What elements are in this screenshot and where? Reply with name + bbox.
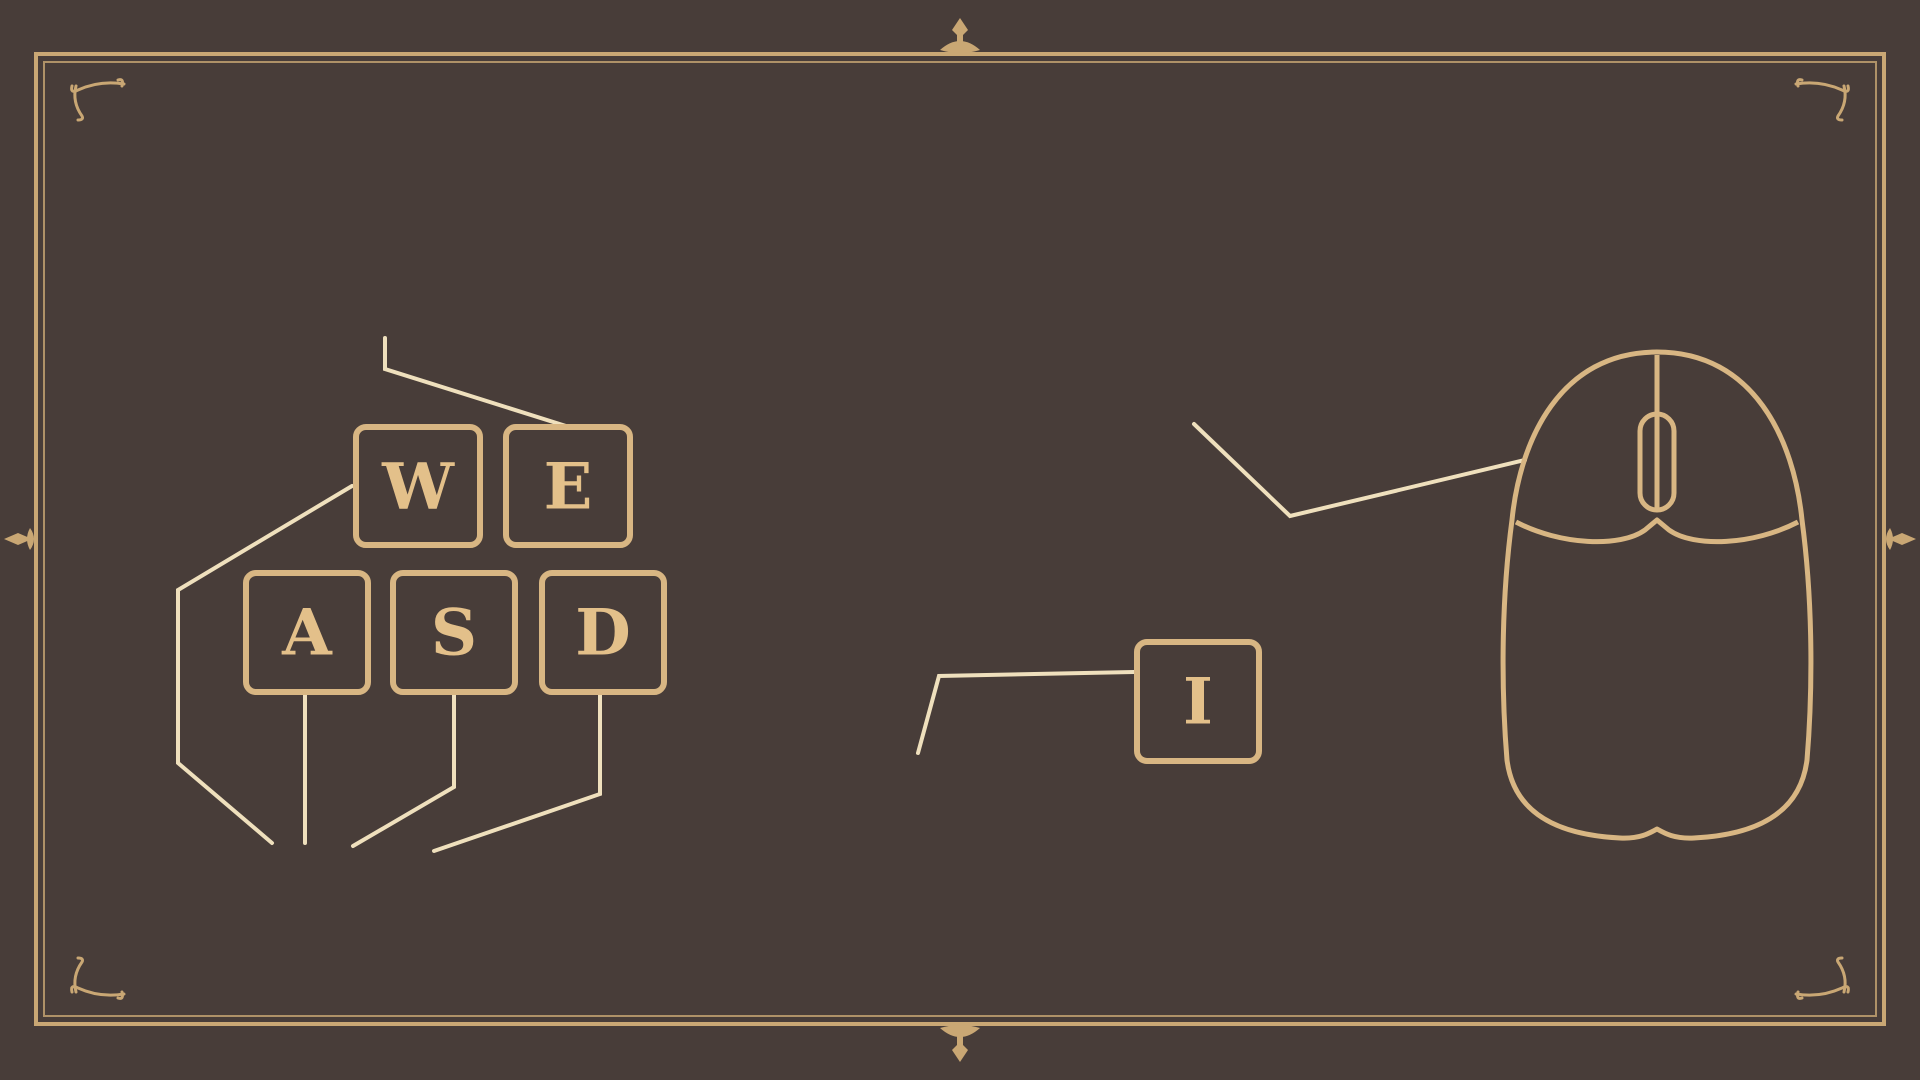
key-label-w: W: [381, 450, 455, 525]
key-w: W: [353, 424, 483, 548]
leader-line-w: [176, 484, 354, 845]
corner-flourish-icon-top-left: [70, 78, 126, 122]
leader-lines: [176, 336, 1527, 853]
leader-line-d: [432, 692, 602, 853]
key-label-a: A: [281, 596, 333, 671]
keycap-s: [390, 570, 518, 695]
key-d: D: [539, 570, 667, 695]
corner-flourish-icon-top-right: [1794, 78, 1850, 122]
keycap-a: [243, 570, 371, 695]
keycap-d: [539, 570, 667, 695]
leader-line-mouse: [1192, 422, 1527, 519]
mouse-button-divider: [1514, 517, 1800, 545]
key-label-s: S: [431, 596, 477, 671]
key-e: E: [503, 424, 633, 548]
key-label-e: E: [544, 450, 593, 525]
corner-flourish-icon-bottom-left: [70, 956, 126, 1000]
frame-border: [34, 52, 1886, 1026]
leader-line-s: [351, 692, 456, 848]
leader-line-i: [916, 670, 1136, 755]
right-ornament-icon: [1886, 528, 1916, 550]
mouse-icon: [1500, 349, 1814, 841]
decorative-frame: [4, 18, 1916, 1062]
keycap-e: [503, 424, 633, 548]
top-ornament-icon: [940, 18, 980, 53]
frame-inner-border: [43, 61, 1877, 1017]
mouse-body: [1500, 349, 1814, 841]
keycap-w: [353, 424, 483, 548]
left-ornament-icon: [4, 528, 34, 550]
key-i: I: [1134, 639, 1262, 764]
keycap-i: [1134, 639, 1262, 764]
key-a: A: [243, 570, 371, 695]
key-s: S: [390, 570, 518, 695]
key-label-i: I: [1183, 665, 1213, 740]
key-label-d: D: [575, 596, 631, 671]
bottom-ornament-icon: [940, 1025, 980, 1062]
corner-flourish-icon-bottom-right: [1794, 956, 1850, 1000]
mouse-scroll-wheel: [1637, 411, 1677, 513]
leader-line-e: [383, 336, 568, 428]
